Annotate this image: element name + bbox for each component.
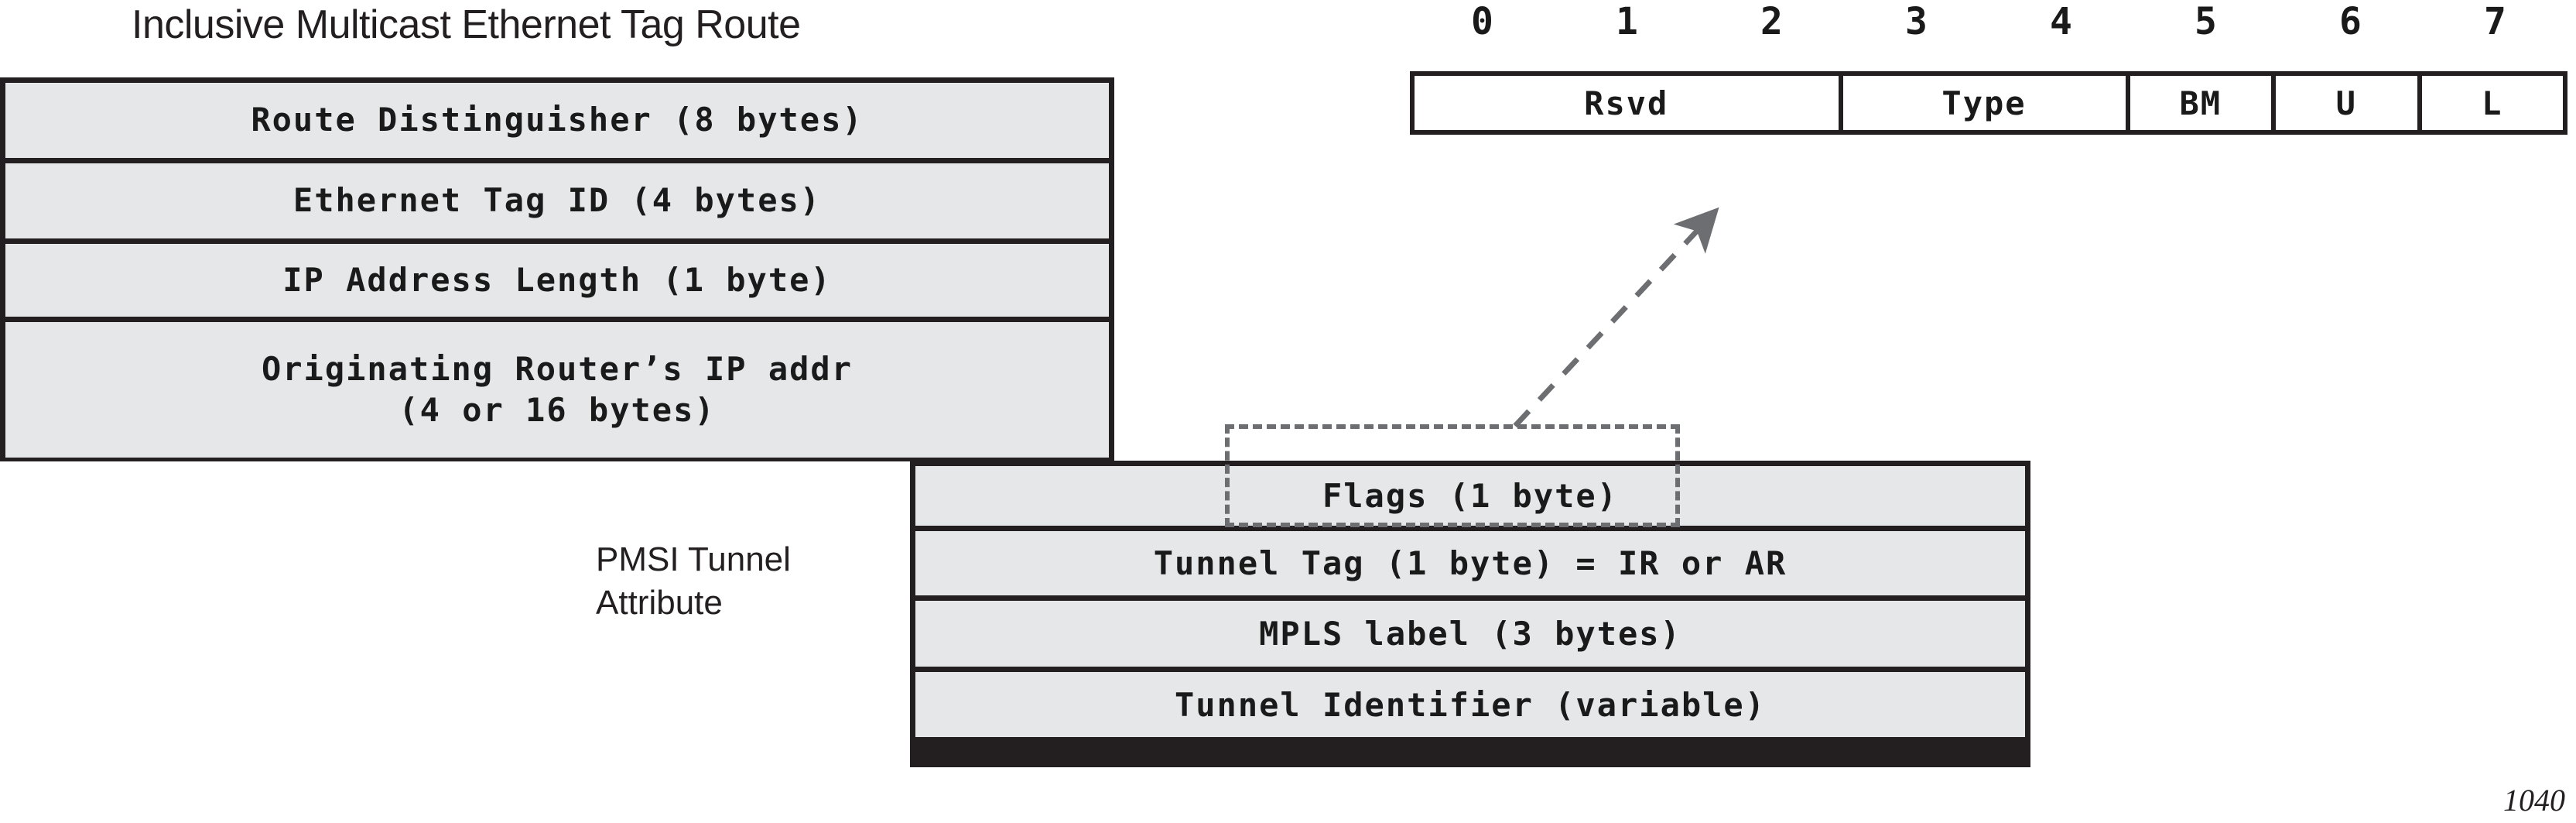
bit-tick-3: 3 <box>1905 0 1928 43</box>
figure-number: 1040 <box>2503 783 2565 818</box>
imet-field-ip-address-length: IP Address Length (1 byte) <box>5 244 1109 317</box>
bit-tick-7: 7 <box>2484 0 2506 43</box>
flags-cell-u: U <box>2276 76 2422 130</box>
flags-callout-arrow <box>1513 207 1719 428</box>
flags-cell-bm: BM <box>2130 76 2276 130</box>
imet-field-originating-router-ip-line1: Originating Router’s IP addr <box>261 350 853 388</box>
pmsi-field-mpls-label: MPLS label (3 bytes) <box>915 601 2025 667</box>
bit-tick-5: 5 <box>2195 0 2217 43</box>
pmsi-tunnel-attribute-field-stack: Flags (1 byte) Tunnel Tag (1 byte) = IR … <box>910 461 2030 767</box>
pmsi-field-flags: Flags (1 byte) <box>915 466 2025 526</box>
pmsi-field-tunnel-identifier: Tunnel Identifier (variable) <box>915 672 2025 737</box>
imet-field-ethernet-tag-id: Ethernet Tag ID (4 bytes) <box>5 163 1109 238</box>
bit-tick-0: 0 <box>1471 0 1493 43</box>
bit-tick-4: 4 <box>2050 0 2072 43</box>
imet-field-originating-router-ip-line2: (4 or 16 bytes) <box>399 390 716 429</box>
imet-field-originating-router-ip: Originating Router’s IP addr (4 or 16 by… <box>5 322 1109 458</box>
imet-route-title: Inclusive Multicast Ethernet Tag Route <box>132 2 801 47</box>
imet-route-field-stack: Route Distinguisher (8 bytes) Ethernet T… <box>0 77 1114 461</box>
pmsi-tunnel-attribute-label: PMSI Tunnel Attribute <box>596 538 890 626</box>
pmsi-tunnel-attribute-label-line2: Attribute <box>596 584 723 622</box>
pmsi-field-tunnel-tag: Tunnel Tag (1 byte) = IR or AR <box>915 531 2025 595</box>
flags-byte-table: Rsvd Type BM U L <box>1410 71 2567 135</box>
bit-tick-1: 1 <box>1616 0 1638 43</box>
flags-cell-type: Type <box>1842 76 2130 130</box>
flags-cell-rsvd: Rsvd <box>1415 76 1843 130</box>
flags-bit-position-ruler: 0 1 2 3 4 5 6 7 <box>1410 0 2567 45</box>
imet-field-route-distinguisher: Route Distinguisher (8 bytes) <box>5 83 1109 158</box>
bit-tick-6: 6 <box>2339 0 2362 43</box>
flags-cell-l: L <box>2421 76 2563 130</box>
pmsi-tunnel-attribute-label-line1: PMSI Tunnel <box>596 540 791 578</box>
bit-tick-2: 2 <box>1760 0 1783 43</box>
